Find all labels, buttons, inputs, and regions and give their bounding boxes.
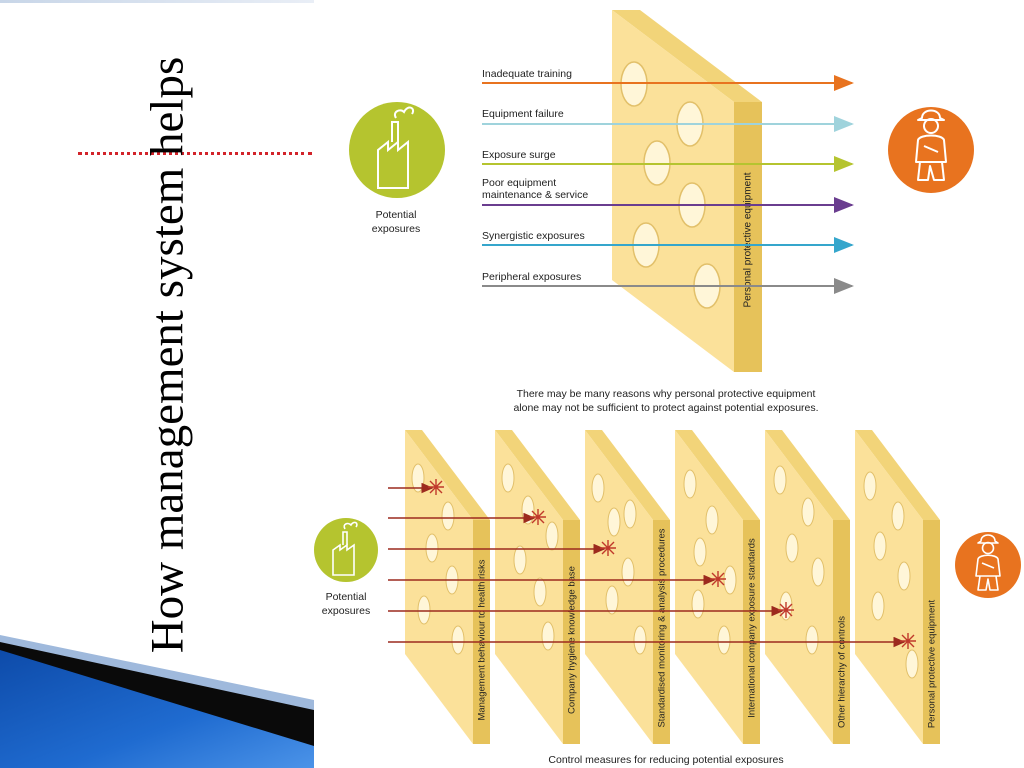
exposure-label-line2: maintenance & service (482, 189, 588, 201)
top-caption-1: There may be many reasons why personal p… (517, 388, 816, 400)
control-layer: Other hierarchy of controls (765, 430, 850, 744)
barrier-side (734, 102, 762, 372)
control-layer-label: Standardised monitoring & analysis proce… (657, 528, 668, 727)
factory-icon (332, 521, 358, 576)
control-layer: International company exposure standards (675, 430, 760, 744)
top-source-label-2: exposures (372, 223, 420, 235)
exposure-line: Inadequate training (482, 68, 854, 91)
bottom-source-label-2: exposures (322, 605, 370, 617)
stop-star (710, 571, 726, 587)
threat-arrows (388, 482, 906, 648)
top-diagram: Potential exposures Personal protective … (349, 10, 974, 414)
top-rule (0, 0, 314, 3)
control-layer: Company hygiene knowledge base (495, 430, 580, 744)
control-layer-label: Personal protective equipment (927, 599, 938, 728)
top-barrier-label: Personal protective equipment (743, 172, 754, 307)
exposure-label: Equipment failure (482, 108, 564, 120)
control-layer: Standardised monitoring & analysis proce… (585, 430, 670, 744)
top-source: Potential exposures (349, 102, 445, 235)
exposure-line: Exposure surge (482, 149, 854, 172)
swoosh-black-band (0, 640, 314, 746)
top-worker (888, 107, 974, 193)
top-barrier: Personal protective equipment (612, 10, 762, 372)
bottom-caption: Control measures for reducing potential … (548, 754, 783, 766)
red-dotted-line (78, 152, 312, 155)
top-caption-2: alone may not be sufficient to protect a… (513, 402, 818, 414)
control-layer-label: Management behaviour to health risks (477, 559, 488, 720)
exposure-lines: Inadequate training Equipment failure Ex… (482, 68, 854, 294)
control-layer-label: Other hierarchy of controls (837, 616, 848, 728)
bottom-diagram: Potential exposures Management behaviour… (314, 430, 1021, 766)
exposure-label: Synergistic exposures (482, 230, 585, 242)
factory-icon (377, 106, 414, 189)
swoosh-blue-shape (0, 645, 314, 768)
bottom-source: Potential exposures (314, 518, 378, 617)
exposure-label: Peripheral exposures (482, 271, 581, 283)
blue-swoosh (0, 635, 314, 768)
exposure-label: Poor equipment (482, 177, 556, 189)
exposure-label: Inadequate training (482, 68, 572, 80)
worker-icon (915, 109, 947, 181)
top-source-label-1: Potential (376, 209, 417, 221)
barrier-top-edge (612, 10, 762, 102)
exposure-line: Poor equipment maintenance & service (482, 177, 854, 213)
exposure-line: Synergistic exposures (482, 230, 854, 253)
stop-star (900, 633, 916, 649)
control-layer-label: Company hygiene knowledge base (567, 566, 578, 714)
left-panel (0, 0, 314, 768)
control-layer: Personal protective equipment (855, 430, 940, 744)
bottom-worker (955, 532, 1021, 598)
control-layer: Management behaviour to health risks (405, 430, 490, 744)
worker-icon (975, 534, 1001, 591)
stop-star (778, 602, 794, 618)
stop-stars (428, 479, 916, 649)
control-layer-label: International company exposure standards (747, 538, 758, 718)
exposure-label: Exposure surge (482, 149, 556, 161)
exposure-line: Peripheral exposures (482, 271, 854, 294)
exposure-line: Equipment failure (482, 108, 854, 132)
bottom-source-label-1: Potential (326, 591, 367, 603)
source-circle (314, 518, 378, 582)
stop-star (530, 509, 546, 525)
stop-star (428, 479, 444, 495)
stop-star (600, 540, 616, 556)
swoosh-light-band (0, 635, 314, 710)
